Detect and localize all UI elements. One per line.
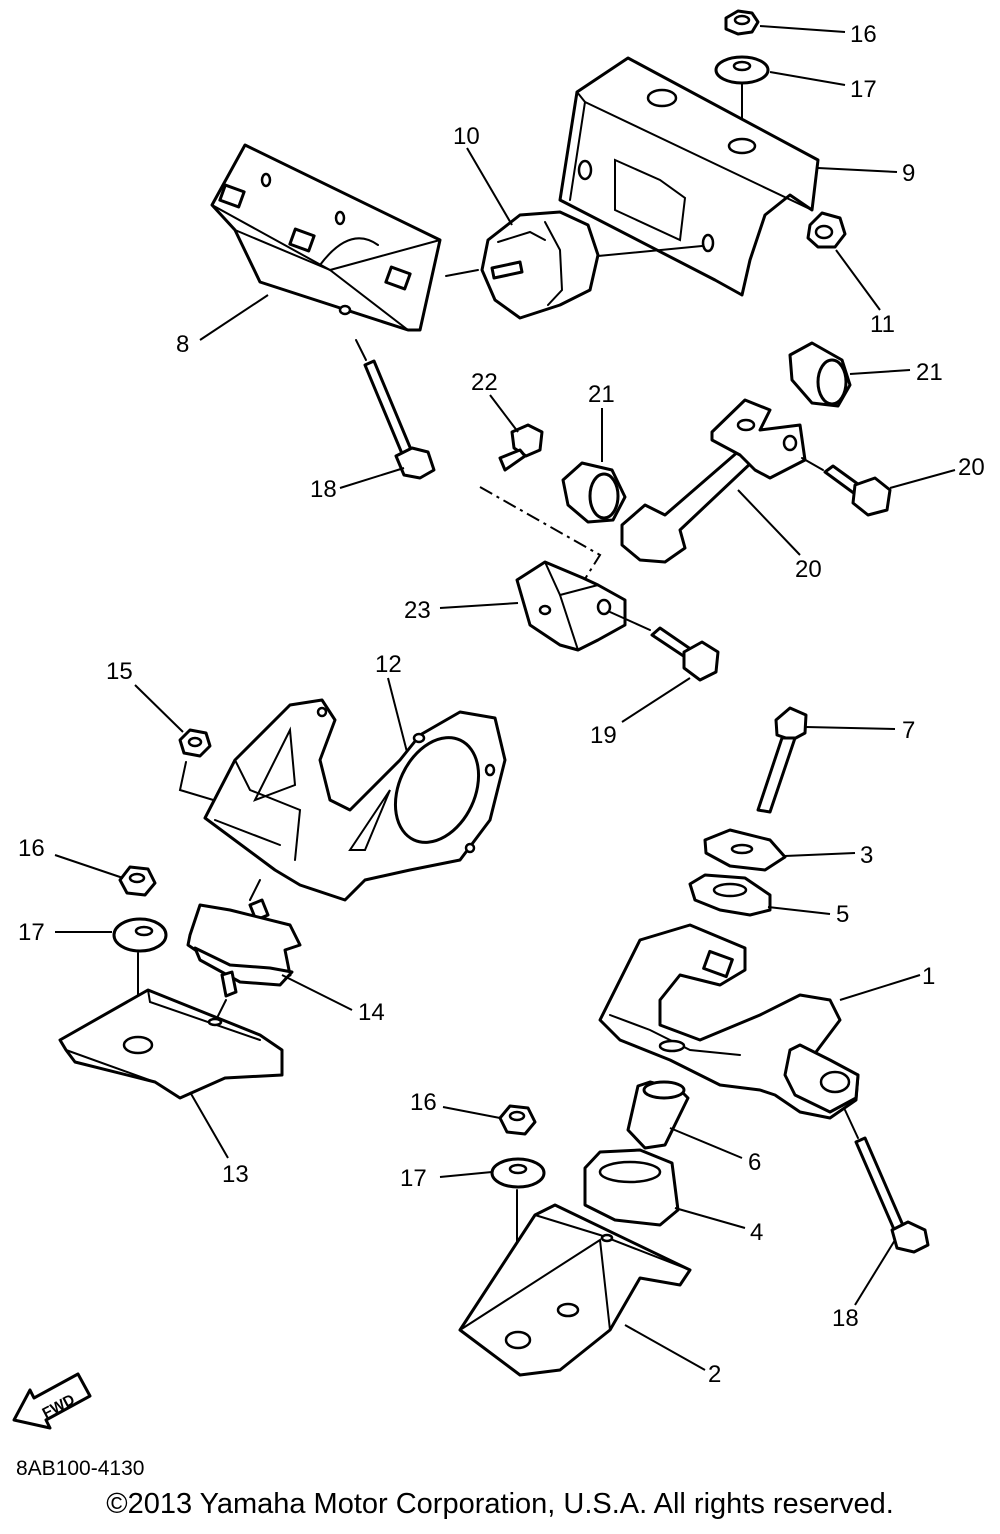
part-10-rubber-damper <box>480 210 600 320</box>
copyright-notice: ©2013 Yamaha Motor Corporation, U.S.A. A… <box>106 1488 894 1520</box>
part-19-link-rod <box>620 398 807 564</box>
part-14-rubber-mount <box>186 898 302 998</box>
part-12-engine-bracket <box>203 698 507 902</box>
label-18: 18 <box>310 476 337 503</box>
label-1: 1 <box>922 963 935 990</box>
part-11-flange-nut <box>806 211 847 249</box>
label-16: 16 <box>18 835 45 862</box>
part-1-engine-mount <box>598 923 860 1120</box>
label-18: 18 <box>832 1305 859 1332</box>
label-17: 17 <box>18 919 45 946</box>
label-5: 5 <box>836 901 849 928</box>
part-22-bolt <box>498 423 544 472</box>
label-3: 3 <box>860 842 873 869</box>
label-17: 17 <box>400 1165 427 1192</box>
part-17-bottom-washer <box>490 1157 546 1189</box>
part-18-lower-bolt <box>854 1136 930 1254</box>
label-22: 22 <box>471 369 498 396</box>
part-20-left-bushing <box>561 461 627 524</box>
part-13-mount-plate <box>58 988 284 1100</box>
label-21: 19 <box>590 722 617 749</box>
label-4: 4 <box>750 1219 763 1246</box>
part-21-right-bolt <box>823 464 892 517</box>
label-13: 13 <box>222 1161 249 1188</box>
part-21-lower-bolt <box>650 626 720 682</box>
label-14: 14 <box>358 999 385 1026</box>
part-7-bolt <box>756 706 808 814</box>
label-16: 16 <box>850 21 877 48</box>
part-8-bracket <box>210 143 442 332</box>
label-10: 10 <box>453 123 480 150</box>
label-23: 23 <box>404 597 431 624</box>
part-9-upper-bracket <box>558 56 820 297</box>
label-15: 15 <box>106 658 133 685</box>
label-8: 8 <box>176 331 189 358</box>
label-16: 16 <box>410 1089 437 1116</box>
label-7: 7 <box>902 717 915 744</box>
part-5-collar <box>688 873 772 917</box>
part-20-right-bushing <box>788 341 852 408</box>
part-17-left-washer <box>112 917 168 953</box>
label-21: 20 <box>958 454 985 481</box>
label-12: 12 <box>375 651 402 678</box>
part-16-top-flange-nut <box>724 9 760 36</box>
leader-lines <box>54 25 956 1371</box>
part-2-lower-bracket <box>458 1203 692 1377</box>
part-16-bottom-flange-nut <box>498 1104 537 1136</box>
catalog-code: 8AB100-4130 <box>16 1457 145 1480</box>
label-20: 21 <box>588 381 615 408</box>
label-11: 11 <box>870 311 895 338</box>
part-18-upper-bolt <box>363 359 436 480</box>
label-17: 17 <box>850 76 877 103</box>
label-6: 6 <box>748 1149 761 1176</box>
part-4-rubber-damper <box>583 1148 680 1227</box>
part-16-left-flange-nut <box>118 865 157 897</box>
part-23-bracket <box>515 560 627 652</box>
label-2: 2 <box>708 1361 721 1388</box>
part-number-labels: 16 17 9 10 11 8 21 22 21 20 18 20 23 15 … <box>18 21 985 1388</box>
label-9: 9 <box>902 160 915 187</box>
part-17-top-washer <box>714 55 770 85</box>
label-19: 20 <box>795 556 822 583</box>
forward-arrow-icon: FWD <box>12 1372 92 1430</box>
part-15-flange-nut <box>178 728 212 758</box>
part-6-bushing <box>626 1080 690 1150</box>
part-3-washer <box>703 828 787 872</box>
label-20: 21 <box>916 359 943 386</box>
